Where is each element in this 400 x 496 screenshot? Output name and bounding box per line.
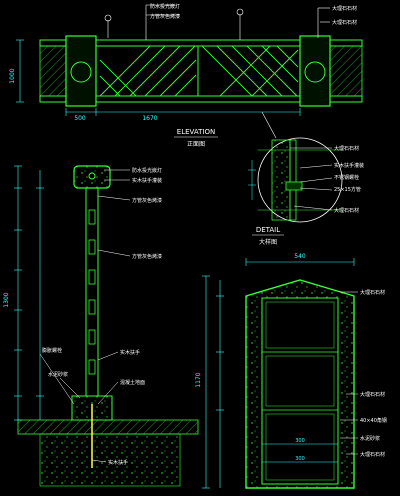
detail-view: 大理石石材 实木扶手灌装 不锈钢螺栓 25×15方管 大理石石材 DETAIL … (248, 111, 364, 246)
dim-center: 1670 (142, 115, 157, 122)
detail-title: DETAIL (256, 226, 280, 234)
left-post (65, 35, 97, 107)
detail-label-1: 大理石石材 (334, 145, 359, 152)
label-stone-b: 大理石石材 (332, 19, 357, 26)
pillar-dim-b2: 300 (295, 456, 305, 462)
section-label-7: 混凝土地面 (120, 379, 145, 386)
pillar-label-4: 水泥砂浆 (360, 435, 380, 442)
pillar-dim-height: 1170 (195, 372, 202, 387)
label-stone-a: 大理石石材 (332, 5, 357, 12)
section-view: 1300 防水投光嵌灯 实木扶手灌装 方管灰色烤漆 方管灰色烤漆 实木扶手 膨胀… (3, 165, 199, 487)
detail-label-2: 实木扶手灌装 (334, 162, 364, 169)
elevation-view: 500 1670 1000 防水投光嵌灯 方管灰色烤漆 大理石石材 大理石石材 … (9, 3, 363, 148)
pillar-label-3: 40×40角钢 (360, 417, 387, 424)
detail-label-5: 大理石石材 (334, 207, 359, 214)
dim-left: 500 (74, 115, 86, 122)
section-label-3: 方管灰色烤漆 (132, 197, 162, 204)
pillar-label-1: 大理石石材 (360, 289, 385, 296)
label-lamp: 防水投光嵌灯 (150, 3, 180, 10)
section-handrail (73, 165, 111, 189)
pillar-label-5: 大理石石材 (360, 451, 385, 458)
label-tube: 方管灰色烤漆 (150, 13, 180, 20)
elevation-title: ELEVATION (177, 128, 215, 136)
section-label-8: 水泥砂浆 (48, 371, 68, 378)
detail-label-3: 不锈钢螺栓 (334, 174, 359, 181)
pillar-label-2: 大理石石材 (360, 391, 385, 398)
section-ground (17, 419, 199, 435)
section-label-2: 实木扶手灌装 (132, 177, 162, 184)
section-label-4: 方管灰色烤漆 (132, 253, 162, 260)
pillar-view: 540 1170 300 300 大理石石材 大理石石材 40×40角钢 水泥砂… (195, 253, 387, 489)
detail-label-4: 25×15方管 (334, 186, 361, 193)
detail-circle (257, 137, 343, 223)
right-post (299, 35, 331, 107)
dim-height: 1000 (9, 68, 16, 83)
pillar-inner (261, 297, 339, 485)
section-label-6: 膨胀螺栓 (42, 347, 62, 354)
pillar-dim-top: 540 (294, 253, 306, 260)
section-label-1: 防水投光嵌灯 (132, 167, 162, 174)
pillar-dim-b1: 300 (295, 438, 305, 444)
section-dim-height: 1300 (3, 292, 10, 307)
section-post (85, 187, 99, 397)
detail-subtitle: 大样图 (259, 238, 277, 246)
elevation-subtitle: 正面图 (187, 141, 205, 148)
section-label-9: 实木扶手 (108, 459, 128, 466)
section-label-5: 实木扶手 (120, 349, 140, 356)
